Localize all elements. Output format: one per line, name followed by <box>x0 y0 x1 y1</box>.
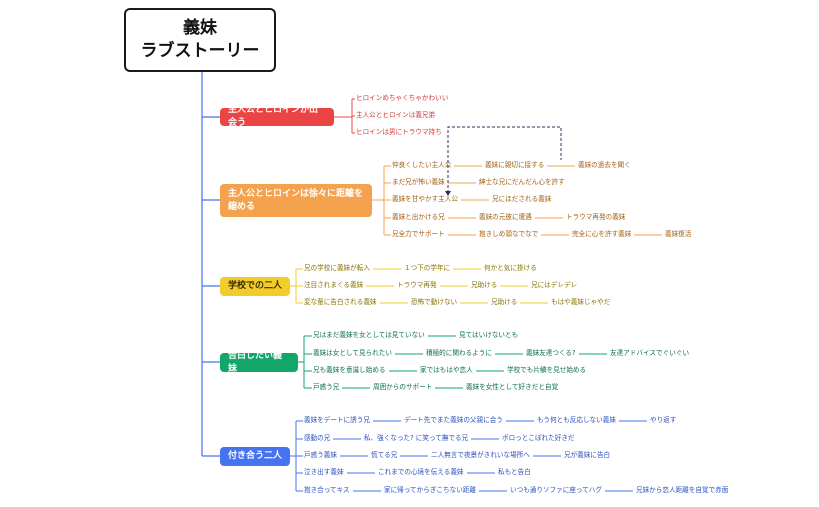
leaf-topic[interactable]: 兄にほだされる義妹 <box>492 195 552 203</box>
branch-topic[interactable]: 主人公とヒロインは徐々に距離を縮める <box>220 184 372 217</box>
leaf-topic[interactable]: 義妹をデートに誘う兄 <box>304 416 370 424</box>
leaf-topic[interactable]: 感動の兄 <box>304 434 331 442</box>
leaf-topic[interactable]: １つ下の学年に <box>404 264 451 272</box>
leaf-topic[interactable]: 家ではもはや恋人 <box>420 366 473 374</box>
leaf-topic[interactable]: もう何とも反応しない義妹 <box>537 416 616 424</box>
leaf-topic[interactable]: 紳士な兄にだんだん心を許す <box>479 178 565 186</box>
leaf-topic[interactable]: 積極的に関わるように <box>426 349 492 357</box>
leaf-topic[interactable]: やり返す <box>650 416 677 424</box>
root-title-line1: 義妹 <box>183 18 217 38</box>
relationship-line <box>447 126 562 193</box>
leaf-topic[interactable]: 注目されまくる義妹 <box>304 281 364 289</box>
branch-topic[interactable]: 付き合う二人 <box>220 447 290 466</box>
leaf-topic[interactable]: 義妹は女として見られたい <box>313 349 392 357</box>
leaf-topic[interactable]: 戸惑う義妹 <box>304 451 337 459</box>
leaf-topic[interactable]: もはや義妹じゃやだ <box>551 298 611 306</box>
branch-topic[interactable]: 主人公とヒロインが出会う <box>220 105 334 128</box>
leaf-topic[interactable]: 恐怖で動けない <box>411 298 458 306</box>
leaf-topic[interactable]: 泣き出す義妹 <box>304 468 344 476</box>
leaf-topic[interactable]: 兄も義妹を意識し始める <box>313 366 386 374</box>
leaf-topic[interactable]: トラウマ再発 <box>397 281 437 289</box>
leaf-topic[interactable]: 義妹復活 <box>665 230 692 238</box>
leaf-topic[interactable]: ヒロインめちゃくちゃかわいい <box>356 94 449 102</box>
leaf-topic[interactable]: 義妹に親切に接する <box>485 161 545 169</box>
leaf-topic[interactable]: 周囲からのサポート <box>373 383 433 391</box>
leaf-topic[interactable]: 抱き合ってキス <box>304 486 350 494</box>
leaf-topic[interactable]: いつも通りソファに座ってハグ <box>510 486 602 494</box>
leaf-topic[interactable]: 兄助ける <box>491 298 518 306</box>
leaf-topic[interactable]: デート先でまた義妹の父親に会う <box>404 416 503 424</box>
leaf-topic[interactable]: 兄が義妹に告白 <box>564 451 611 459</box>
leaf-topic[interactable]: 義妹の過去を聞く <box>578 161 631 169</box>
branch-topic[interactable]: 告白したい義妹 <box>220 351 298 374</box>
leaf-topic[interactable]: 仲良くしたい主人公 <box>392 161 452 169</box>
leaf-topic[interactable]: 私もと告白 <box>498 468 531 476</box>
leaf-topic[interactable]: 兄にはデレデレ <box>531 281 578 289</box>
leaf-topic[interactable]: 義妹を甘やかす主人公 <box>392 195 458 203</box>
leaf-topic[interactable]: 兄全力でサポート <box>392 230 445 238</box>
branch-label: 学校での二人 <box>228 281 283 291</box>
leaf-topic[interactable]: 二人無言で夜景がきれいな場所へ <box>431 451 530 459</box>
leaf-topic[interactable]: 家に帰ってからぎこちない距離 <box>384 486 476 494</box>
leaf-topic[interactable]: 戸惑う兄 <box>313 383 340 391</box>
branch-label: 主人公とヒロインは徐々に距離を縮める <box>228 188 364 212</box>
leaf-topic[interactable]: 学校でも片鱗を見せ始める <box>507 366 587 374</box>
leaf-topic[interactable]: 兄妹から恋人距離を自覚で赤面 <box>636 486 729 494</box>
root-topic[interactable]: 義妹 ラブストーリー <box>124 8 276 72</box>
root-title-line2: ラブストーリー <box>140 41 260 61</box>
leaf-topic[interactable]: まだ兄が怖い義妹 <box>392 178 445 186</box>
leaf-topic[interactable]: 見てはいけないとも <box>459 331 519 339</box>
leaf-topic[interactable]: 義妹を女性として好きだと自覚 <box>466 383 559 391</box>
branch-label: 付き合う二人 <box>228 451 283 461</box>
leaf-topic[interactable]: 兄はまだ義妹を女としては見ていない <box>313 331 425 339</box>
arrowhead-icon <box>445 191 451 196</box>
leaf-topic[interactable]: これまでの心境を伝える義妹 <box>378 468 464 476</box>
leaf-topic[interactable]: トラウマ再発の義妹 <box>566 213 626 221</box>
leaf-topic[interactable]: 変な輩に告白される義妹 <box>304 298 377 306</box>
leaf-topic[interactable]: 私、強くなった? に笑って撫でる兄 <box>364 434 469 442</box>
leaf-topic[interactable]: 何かと気に掛ける <box>484 264 537 272</box>
leaf-topic[interactable]: 義妹友達つくる? <box>526 349 576 357</box>
branch-label: 告白したい義妹 <box>228 350 283 374</box>
leaf-topic[interactable]: 慌てる兄 <box>371 451 398 459</box>
leaf-topic[interactable]: 義妹と出かける兄 <box>392 213 445 221</box>
leaf-topic[interactable]: 兄の学校に義妹が転入 <box>304 264 370 272</box>
leaf-topic[interactable]: 友達アドバイスでぐいぐい <box>610 349 690 357</box>
leaf-topic[interactable]: 兄助ける <box>471 281 498 289</box>
leaf-topic[interactable]: ポロっとこぼれた好きだ <box>502 434 575 442</box>
leaf-topic[interactable]: 義妹の元彼に遭遇 <box>479 213 532 221</box>
branch-label: 主人公とヒロインが出会う <box>228 105 319 128</box>
leaf-topic[interactable]: ヒロインは男にトラウマ持ち <box>356 128 442 136</box>
branch-topic[interactable]: 学校での二人 <box>220 277 290 296</box>
leaf-topic[interactable]: 抱きしめ頭なでなで <box>479 230 539 238</box>
leaf-topic[interactable]: 主人公とヒロインは義兄弟 <box>356 111 436 119</box>
leaf-topic[interactable]: 完全に心を許す義妹 <box>572 230 632 238</box>
